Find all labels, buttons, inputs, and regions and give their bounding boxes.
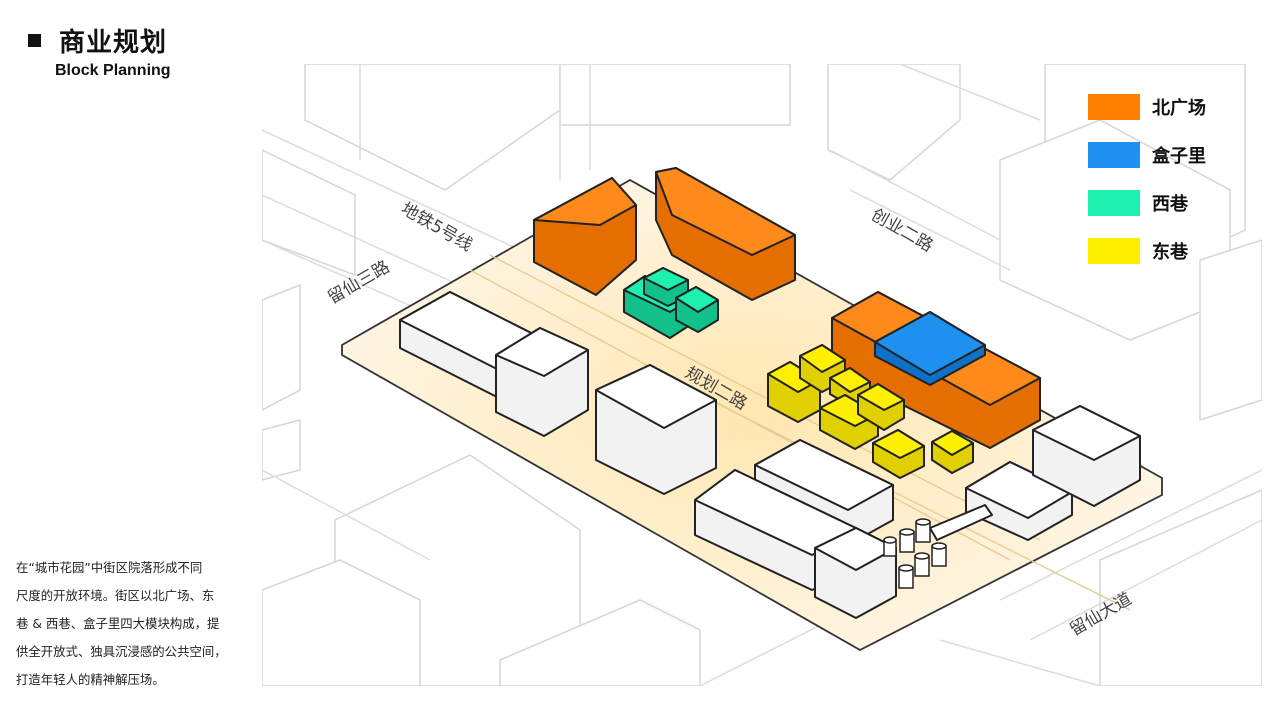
legend-item-north-plaza: 北广场 xyxy=(1088,94,1206,120)
legend-swatch xyxy=(1088,190,1140,216)
legend-label: 北广场 xyxy=(1152,98,1206,119)
cylinders xyxy=(883,518,947,589)
site-ground xyxy=(341,178,1163,652)
white-buildings xyxy=(399,291,1141,619)
legend-item-west-alley: 西巷 xyxy=(1088,190,1206,216)
road-label-chuangye-2nd: 创业二路 xyxy=(868,205,937,256)
description-line: 尺度的开放环境。街区以北广场、东 xyxy=(16,588,215,603)
box-alley-building xyxy=(874,311,986,386)
context-buildings xyxy=(262,64,1262,686)
page-title: 商业规划 xyxy=(59,28,168,58)
block-planning-map: 地铁5号线 留仙三路 规划二路 创业二路 留仙大道 xyxy=(262,64,1262,686)
legend-item-east-alley: 东巷 xyxy=(1088,238,1206,264)
legend-swatch xyxy=(1088,142,1140,168)
west-alley-buildings xyxy=(623,267,719,339)
legend-swatch xyxy=(1088,94,1140,120)
page-heading: 商业规划 xyxy=(28,22,167,59)
legend-label: 东巷 xyxy=(1152,242,1188,263)
description-line: 巷 & 西巷、盒子里四大模块构成，提 xyxy=(16,616,220,631)
legend: 北广场 盒子里 西巷 东巷 xyxy=(1088,94,1206,286)
legend-item-box-alley: 盒子里 xyxy=(1088,142,1206,168)
page-subtitle: Block Planning xyxy=(55,62,171,79)
legend-label: 西巷 xyxy=(1152,194,1188,215)
road-label-metro-line: 地铁5号线 xyxy=(398,199,476,256)
legend-label: 盒子里 xyxy=(1152,146,1206,167)
description-line: 在“城市花园”中街区院落形成不同 xyxy=(16,560,203,575)
description-line: 打造年轻人的精神解压场。 xyxy=(16,672,165,687)
title-square-icon xyxy=(28,34,41,47)
legend-swatch xyxy=(1088,238,1140,264)
description: 在“城市花园”中街区院落形成不同 尺度的开放环境。街区以北广场、东 巷 & 西巷… xyxy=(16,554,248,694)
road-lines xyxy=(262,64,1262,686)
description-line: 供全开放式、独具沉浸感的公共空间， xyxy=(16,644,227,659)
east-alley-buildings xyxy=(767,344,974,479)
